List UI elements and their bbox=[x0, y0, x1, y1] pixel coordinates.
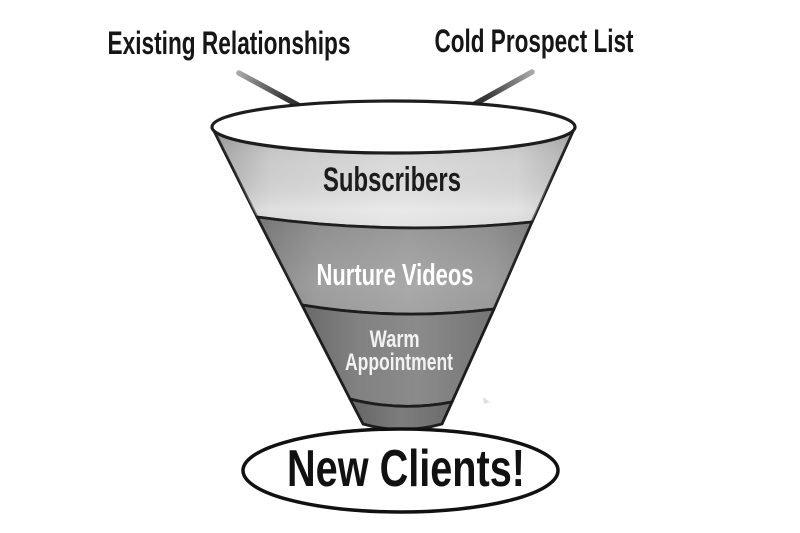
warm-appointment-line-1: Warm bbox=[370, 326, 420, 353]
funnel-section-nurture-videos-sheen bbox=[257, 217, 532, 315]
funnel-label-subscribers: Subscribers bbox=[323, 161, 461, 199]
funnel-section-subscribers-sheen bbox=[212, 127, 575, 228]
output-label-new-clients: New Clients! bbox=[287, 440, 525, 498]
funnel-label-nurture-videos: Nurture Videos bbox=[317, 257, 474, 292]
warm-appointment-line-2: Appointment bbox=[345, 349, 453, 376]
funnel-label-warm-appointment: Warm Appointment bbox=[345, 326, 453, 376]
label-existing-relationships: Existing Relationships bbox=[108, 25, 351, 61]
label-cold-prospect-list: Cold Prospect List bbox=[435, 23, 634, 59]
funnel-mouth-ellipse bbox=[210, 99, 577, 155]
output-ellipse bbox=[241, 427, 560, 514]
smudge-mark bbox=[483, 397, 490, 404]
